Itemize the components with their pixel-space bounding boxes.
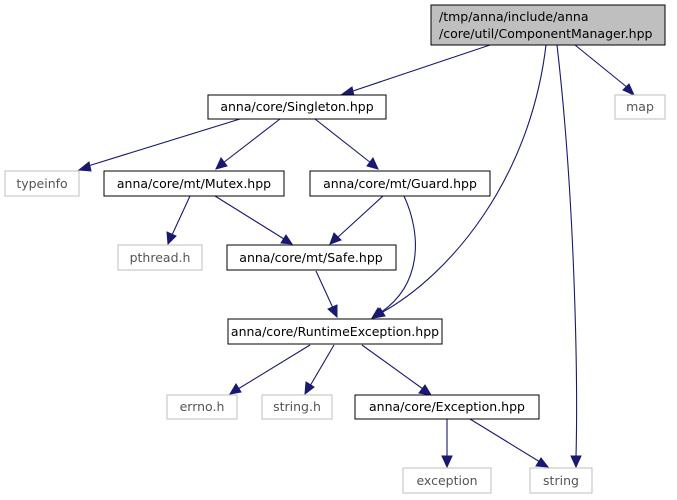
guard-label: anna/core/mt/Guard.hpp <box>323 176 477 191</box>
arrowhead <box>329 232 342 245</box>
string-h-label: string.h <box>273 399 321 414</box>
node-map[interactable]: map <box>614 94 666 120</box>
arrowhead <box>418 384 432 396</box>
edge-runtime-exception-exception-hpp <box>361 344 424 390</box>
edge-runtime-exception-errno <box>237 344 311 390</box>
arrowhead <box>77 161 92 172</box>
singleton-label: anna/core/Singleton.hpp <box>220 99 373 114</box>
exception-label: exception <box>416 473 477 488</box>
node-guard[interactable]: anna/core/mt/Guard.hpp <box>309 170 491 197</box>
arrowhead <box>229 383 242 395</box>
arrowhead <box>280 234 293 245</box>
edge-safe-runtime-exception <box>315 270 334 309</box>
arrowhead <box>535 457 550 468</box>
arrowhead <box>366 157 379 170</box>
edge-singleton-typeinfo <box>87 118 241 167</box>
edge-root-string <box>556 44 578 458</box>
arrowhead <box>327 304 338 319</box>
arrowhead <box>570 455 582 469</box>
node-pthread[interactable]: pthread.h <box>117 244 203 271</box>
mutex-label: anna/core/mt/Mutex.hpp <box>117 176 271 191</box>
edges <box>77 44 636 469</box>
edge-runtime-exception-string-h <box>309 344 335 387</box>
node-singleton[interactable]: anna/core/Singleton.hpp <box>207 94 387 120</box>
edge-exception-hpp-string <box>469 418 541 463</box>
arrowhead <box>441 455 453 469</box>
runtime-exception-label: anna/core/RuntimeException.hpp <box>231 324 439 339</box>
edge-guard-runtime-exception <box>379 195 416 314</box>
exception-hpp-label: anna/core/Exception.hpp <box>369 399 525 414</box>
node-runtime-exception[interactable]: anna/core/RuntimeException.hpp <box>227 318 443 345</box>
edge-guard-safe <box>336 195 384 239</box>
node-exception-hpp[interactable]: anna/core/Exception.hpp <box>354 394 540 420</box>
node-exception[interactable]: exception <box>402 467 492 494</box>
pthread-label: pthread.h <box>130 250 191 265</box>
arrowhead <box>622 83 636 97</box>
errno-label: errno.h <box>180 399 225 414</box>
string-label: string <box>543 473 579 488</box>
edge-singleton-mutex <box>222 118 281 164</box>
node-typeinfo[interactable]: typeinfo <box>4 170 80 197</box>
root-label-line2: /core/util/ComponentManager.hpp <box>439 26 653 41</box>
root-label-line1: /tmp/anna/include/anna <box>439 9 588 24</box>
edge-root-runtime-exception <box>380 44 547 314</box>
node-string[interactable]: string <box>529 467 593 494</box>
node-safe[interactable]: anna/core/mt/Safe.hpp <box>226 244 397 271</box>
arrowhead <box>304 381 315 396</box>
node-mutex[interactable]: anna/core/mt/Mutex.hpp <box>103 170 285 197</box>
edge-root-map <box>574 44 629 89</box>
edge-root-singleton <box>349 44 491 93</box>
arrowhead <box>215 157 228 170</box>
edge-singleton-guard <box>314 118 372 164</box>
arrowhead <box>166 231 177 246</box>
node-root[interactable]: /tmp/anna/include/anna /core/util/Compon… <box>430 4 666 46</box>
edge-mutex-safe <box>214 195 285 240</box>
node-string-h[interactable]: string.h <box>261 394 333 420</box>
arrowhead <box>371 307 384 319</box>
typeinfo-label: typeinfo <box>16 176 67 191</box>
map-label: map <box>626 99 654 114</box>
node-errno[interactable]: errno.h <box>166 394 238 420</box>
safe-label: anna/core/mt/Safe.hpp <box>239 250 382 265</box>
edge-mutex-pthread <box>171 195 191 236</box>
